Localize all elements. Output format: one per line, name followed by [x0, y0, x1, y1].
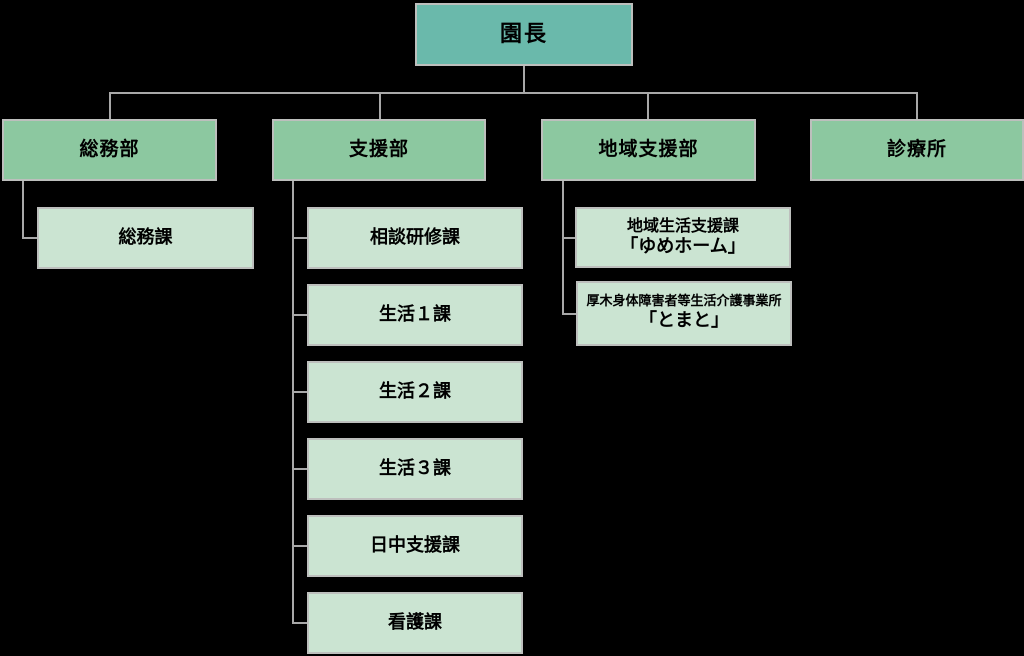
org-node-life-section-1: 生活１課	[307, 284, 523, 346]
org-node-clinic: 診療所	[810, 119, 1024, 181]
connector-main-horizontal	[109, 92, 918, 94]
org-node-life-section-3: 生活３課	[307, 438, 523, 500]
org-node-atsugi-care-office-tomato: 厚木身体障害者等生活介護事業所 「とまと」	[576, 281, 792, 346]
connector-soumuka-branch	[24, 237, 37, 239]
org-node-label-line1: 地域生活支援課	[626, 216, 739, 236]
connector-nitchushienka-branch	[294, 545, 307, 547]
org-node-regional-support-dept: 地域支援部	[541, 119, 756, 181]
org-node-general-affairs-section: 総務課	[37, 207, 254, 269]
connector-yumehome-branch	[564, 237, 575, 239]
connector-drop-shinryojo	[916, 94, 918, 119]
org-node-consultation-training-section: 相談研修課	[307, 207, 523, 269]
org-node-label: 看護課	[388, 611, 442, 633]
org-node-label: 総務課	[118, 226, 173, 248]
org-node-nursing-section: 看護課	[307, 592, 523, 654]
connector-kangoka-branch	[294, 622, 307, 624]
connector-tomato-branch	[564, 313, 576, 315]
connector-shienbu-vertical	[292, 181, 294, 624]
connector-seikatsu2ka-branch	[294, 391, 307, 393]
connector-chiikishienbu-vertical	[562, 181, 564, 315]
org-node-general-affairs-dept: 総務部	[2, 119, 217, 181]
org-node-label-line1: 厚木身体障害者等生活介護事業所	[586, 294, 782, 310]
org-node-label: 生活１課	[379, 303, 451, 325]
connector-soumubu-vertical	[22, 181, 24, 239]
org-node-label: 相談研修課	[370, 226, 460, 248]
org-node-daytime-support-section: 日中支援課	[307, 515, 523, 577]
org-node-regional-life-support-yume-home: 地域生活支援課 「ゆめホーム」	[575, 207, 791, 268]
connector-soudankenshuka-branch	[294, 237, 307, 239]
org-node-label: 総務部	[79, 138, 140, 161]
org-node-label-line2: 「ゆめホーム」	[620, 236, 746, 258]
connector-root-stem	[523, 66, 525, 92]
connector-drop-soumubu	[109, 94, 111, 119]
org-node-label-line2: 「とまと」	[639, 310, 729, 332]
org-node-life-section-2: 生活２課	[307, 361, 523, 423]
org-node-label: 地域支援部	[598, 138, 699, 161]
org-node-director-label: 園長	[499, 21, 548, 47]
org-node-director: 園長	[415, 3, 633, 66]
org-node-label: 生活３課	[379, 457, 451, 479]
connector-drop-shienbu	[379, 94, 381, 119]
connector-drop-chiikishienbu	[647, 94, 649, 119]
org-node-label: 生活２課	[379, 380, 451, 402]
org-node-support-dept: 支援部	[272, 119, 486, 181]
org-node-label: 診療所	[886, 138, 947, 161]
org-node-label: 日中支援課	[370, 534, 460, 556]
org-node-label: 支援部	[348, 138, 409, 161]
connector-seikatsu3ka-branch	[294, 468, 307, 470]
connector-seikatsu1ka-branch	[294, 314, 307, 316]
